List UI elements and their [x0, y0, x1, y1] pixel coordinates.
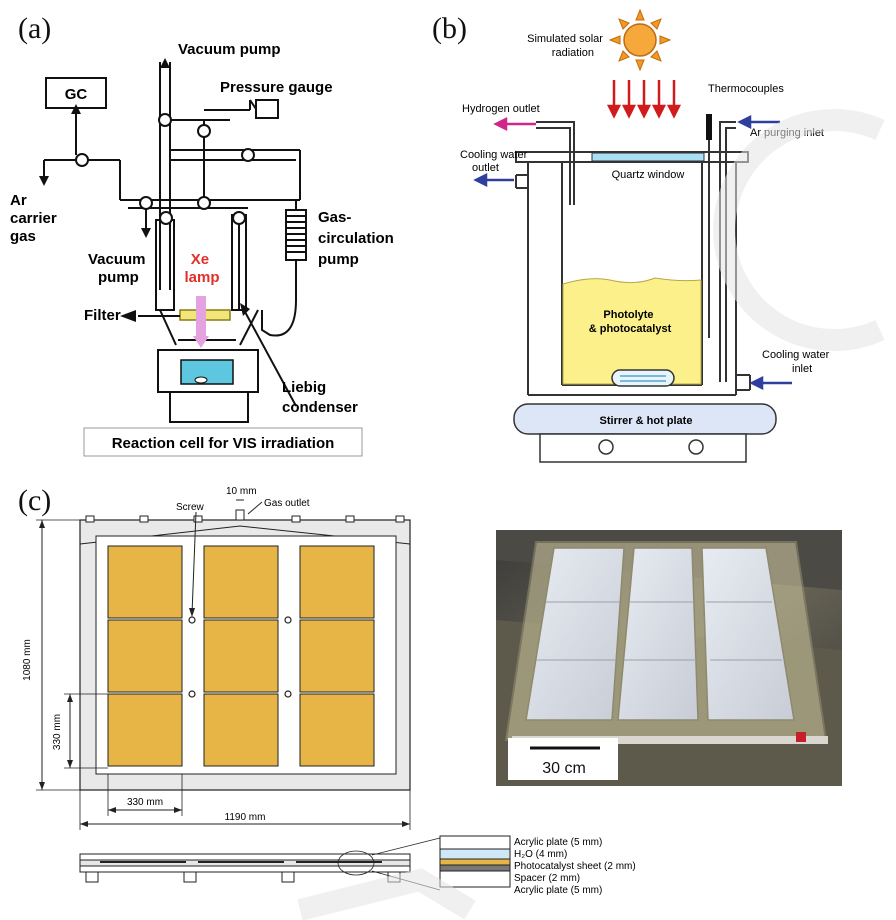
dim-1190-label: 1190 mm — [225, 812, 266, 823]
solar-radiation-arrows — [606, 80, 682, 119]
layer-label-3: Spacer (2 mm) — [514, 873, 580, 884]
cooling-outlet-arrow — [473, 172, 514, 188]
dim-1080-label: 1080 mm — [22, 639, 33, 681]
vacuum-pump-side-label: Vacuum pump — [88, 251, 150, 286]
filter-label: Filter — [84, 307, 121, 324]
ar-carrier-gas-label: Ar carrier gas — [10, 192, 61, 245]
xe-lamp-label: Xe lamp — [184, 251, 219, 286]
panel-c-drawing: Screw 10 mm Gas outlet 1080 mm 330 mm 33… — [22, 486, 636, 896]
layer-label-1: H₂O (4 mm) — [514, 849, 567, 860]
photolyte-label: Photolyte & photocatalyst — [589, 309, 672, 335]
vacuum-pump-top-label: Vacuum pump — [178, 41, 281, 58]
thermocouple — [706, 114, 712, 140]
dim-330-h-label: 330 mm — [127, 797, 163, 808]
stir-bar — [611, 369, 675, 387]
panel-b-diagram: Simulated solar radiation — [460, 8, 832, 463]
simulated-solar-label: Simulated solar radiation — [527, 33, 606, 59]
side-section — [79, 853, 411, 883]
photocatalyst-panels — [107, 545, 375, 767]
panel-a-label: (a) — [18, 12, 52, 45]
cooling-outlet-label: Cooling water outlet — [460, 149, 530, 174]
reactor-photo: 30 cm — [496, 530, 842, 786]
reaction-cell-caption-box — [83, 427, 363, 457]
photolyte-solution — [562, 277, 702, 385]
cooling-inlet-arrow — [749, 375, 792, 391]
dim-330-v-label: 330 mm — [52, 714, 63, 750]
scale-bar-box — [508, 738, 618, 780]
ar-purging-label: Ar purging inlet — [750, 127, 824, 139]
xe-lamp-beam — [196, 296, 206, 340]
hydrogen-outlet-arrow — [493, 116, 536, 132]
gas-outlet-label: Gas outlet — [264, 498, 310, 509]
quartz-window-label: Quartz window — [612, 169, 685, 181]
liebig-condenser-label: Liebig condenser — [282, 379, 358, 416]
layer-stack — [439, 835, 511, 888]
thermocouples-label: Thermocouples — [708, 83, 784, 95]
sun-icon — [608, 8, 672, 72]
gc-label: GC — [65, 86, 88, 103]
pressure-gauge-label: Pressure gauge — [220, 79, 333, 96]
ar-purging-arrow — [737, 114, 780, 130]
quartz-window — [591, 152, 705, 162]
layer-label-4: Acrylic plate (5 mm) — [514, 885, 602, 896]
ten-mm-label: 10 mm — [226, 486, 257, 497]
panel-a-diagram: GC Vacuum pump Pressure gauge Ar carrier… — [10, 41, 398, 457]
scale-bar-label: 30 cm — [542, 760, 586, 777]
screw-label: Screw — [176, 502, 205, 513]
gas-circulation-pump-label: Gas- circulation pump — [318, 209, 398, 268]
layer-label-0: Acrylic plate (5 mm) — [514, 837, 602, 848]
stirrer-label: Stirrer & hot plate — [600, 415, 693, 427]
reaction-cell-caption: Reaction cell for VIS irradiation — [112, 435, 335, 452]
panel-b-label: (b) — [432, 12, 467, 45]
layer-label-2: Photocatalyst sheet (2 mm) — [514, 861, 636, 872]
hydrogen-outlet-label: Hydrogen outlet — [462, 103, 540, 115]
pressure-gauge-box — [255, 99, 279, 119]
cooling-inlet-label: Cooling water inlet — [762, 349, 832, 375]
panel-c-label: (c) — [18, 484, 52, 517]
